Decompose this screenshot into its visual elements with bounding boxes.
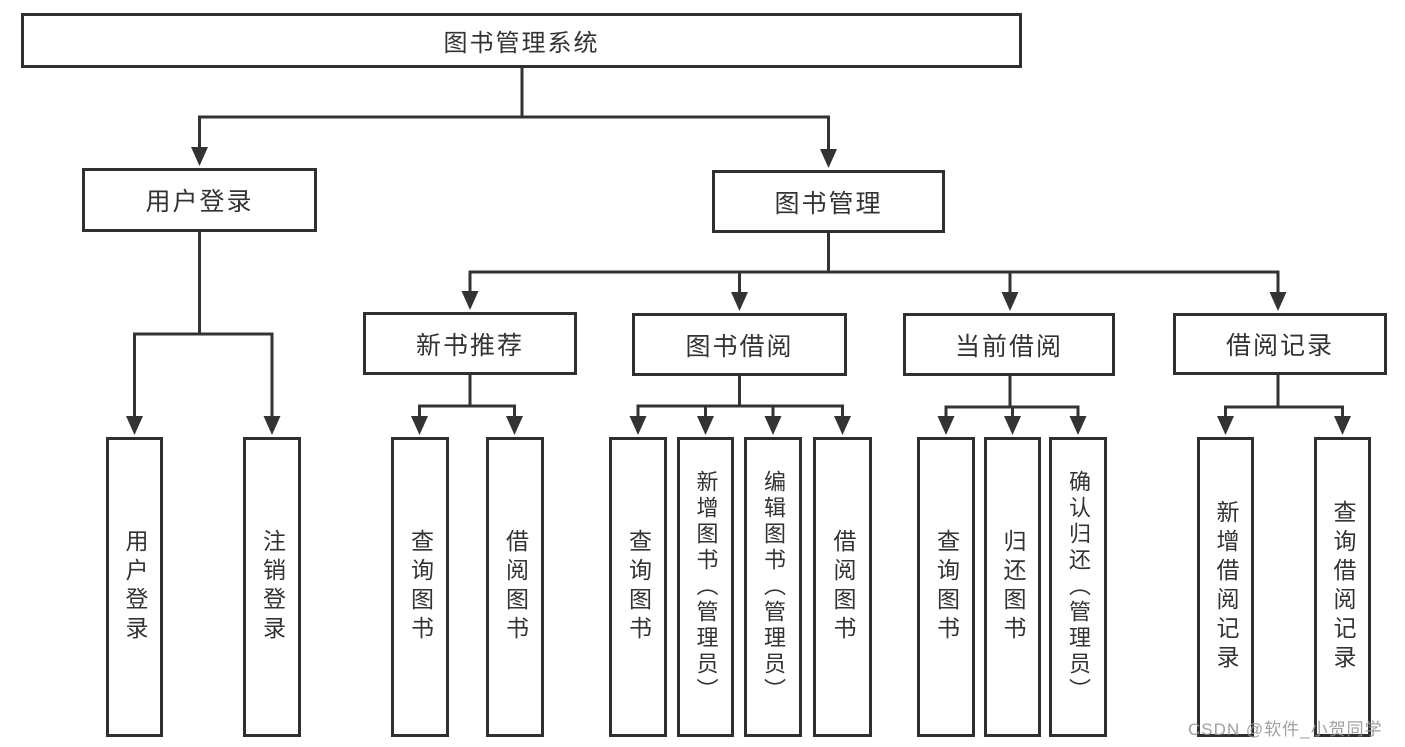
leaf-query-borrow-record: 查询借阅记录 [1314,437,1371,737]
leaf-confirm-return-admin: 确认归还（管理员） [1049,437,1107,737]
leaf-query-books-2: 查询图书 [609,437,667,737]
node-label: 新增借阅记录 [1213,500,1239,674]
node-current-borrowing: 当前借阅 [903,313,1115,376]
leaf-borrow-books-2: 借阅图书 [813,437,872,737]
node-label: 查询图书 [407,529,434,645]
node-label: 借阅记录 [1225,332,1334,360]
node-borrowing-records: 借阅记录 [1173,313,1387,375]
node-label: 查询借阅记录 [1330,500,1356,674]
node-label: 图书借阅 [685,332,794,361]
leaf-borrow-books-1: 借阅图书 [486,437,544,737]
node-label: 归还图书 [1000,529,1026,645]
node-label: 查询图书 [933,529,960,645]
csdn-watermark: CSDN @软件_小贺同学 [1188,720,1383,739]
node-label: 借阅图书 [830,529,856,645]
node-book-borrowing: 图书借阅 [632,313,847,376]
leaf-user-login: 用户登录 [106,437,163,737]
node-label: 新增图书（管理员） [693,470,719,704]
leaf-return-books: 归还图书 [984,437,1041,737]
leaf-query-books-3: 查询图书 [917,437,975,737]
node-library-management-system: 图书管理系统 [21,13,1022,68]
node-label: 注销登录 [259,529,286,645]
node-label: 编辑图书（管理员） [761,470,786,704]
node-new-book-recommendation: 新书推荐 [363,312,577,375]
node-label: 借阅图书 [502,529,529,645]
node-book-management-branch: 图书管理 [712,170,945,233]
node-label: 用户登录 [145,188,254,216]
node-label: 新书推荐 [415,331,524,360]
node-label: 确认归还（管理员） [1066,470,1091,704]
node-label: 当前借阅 [954,332,1063,361]
leaf-query-books-1: 查询图书 [391,437,449,737]
leaf-add-borrow-record: 新增借阅记录 [1197,437,1254,737]
node-label: 图书管理系统 [443,30,600,57]
leaf-logout: 注销登录 [243,437,301,737]
node-label: 用户登录 [122,529,148,645]
node-label: 图书管理 [774,189,883,218]
leaf-add-books-admin: 新增图书（管理员） [677,437,734,737]
leaf-edit-books-admin: 编辑图书（管理员） [744,437,802,737]
node-user-login-branch: 用户登录 [82,168,317,232]
node-label: 查询图书 [625,529,652,645]
